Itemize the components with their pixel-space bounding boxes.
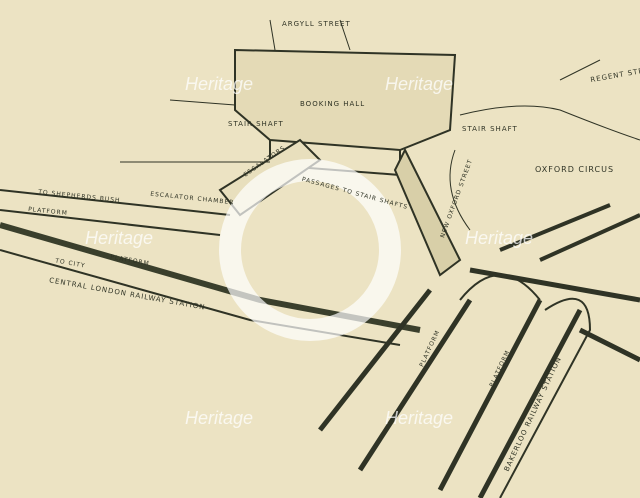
watermark-logo	[219, 159, 401, 341]
central-tunnel-upper	[0, 189, 231, 216]
watermark-text: Heritage	[465, 228, 534, 248]
label-booking-hall: BOOKING HALL	[300, 100, 366, 108]
watermark-text: Heritage	[385, 408, 454, 428]
label-stair-shaft-left: STAIR SHAFT	[228, 120, 284, 128]
bakerloo-tunnel-2	[437, 298, 543, 492]
watermark-text: Heritage	[185, 408, 254, 428]
watermark-text: Heritage	[385, 74, 454, 94]
watermark-text: Heritage	[185, 74, 254, 94]
bakerloo-tunnel-1	[318, 288, 432, 432]
label-oxford-circus: OXFORD CIRCUS	[535, 165, 615, 174]
stair-shaft	[393, 147, 462, 277]
watermark-text: Heritage	[85, 228, 154, 248]
label-argyll-street: ARGYLL STREET	[282, 20, 351, 28]
label-stair-shaft-right: STAIR SHAFT	[462, 125, 518, 133]
